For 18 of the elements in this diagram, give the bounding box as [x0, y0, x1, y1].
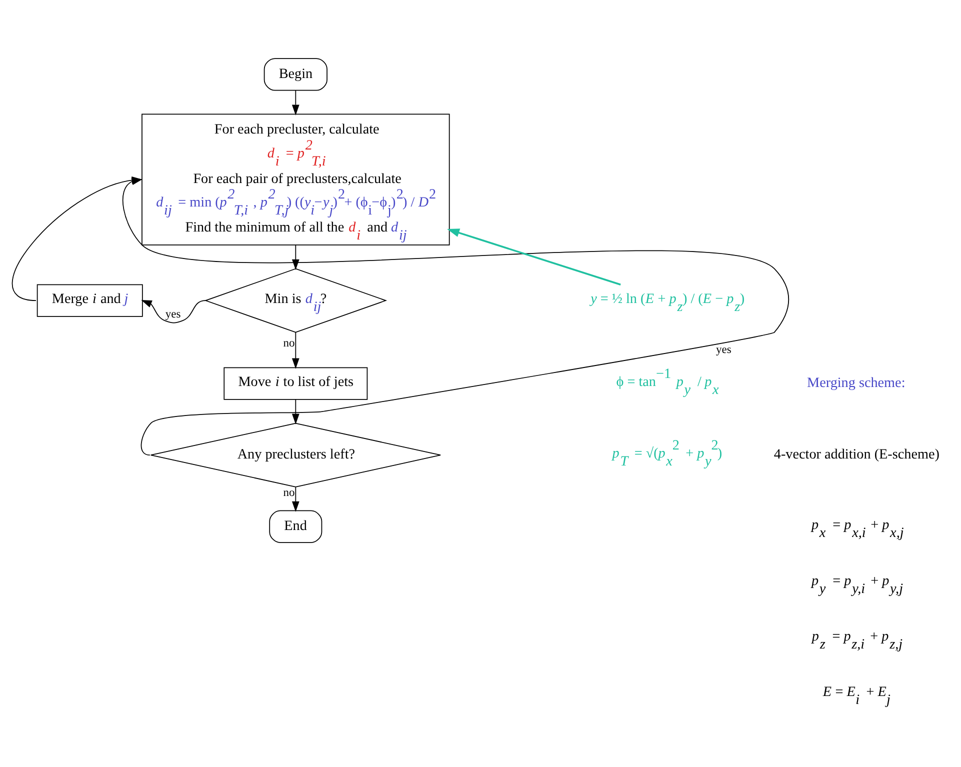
node-box: Move i to list of jets: [224, 366, 368, 400]
edge-label: no: [283, 337, 295, 350]
edge-label: no: [283, 486, 295, 498]
arrow: [122, 177, 789, 456]
arrow: [292, 486, 300, 512]
arrow: [292, 398, 300, 424]
node-box: End: [269, 510, 322, 542]
node-diamond: Any preclusters left?: [150, 422, 441, 487]
edge-label: yes: [716, 344, 732, 356]
edge-label: yes: [165, 308, 181, 320]
arrow: [141, 300, 206, 323]
node-box: Merge i and j: [36, 284, 143, 316]
node-box: Begin: [264, 58, 328, 90]
arrow: [292, 89, 300, 115]
label: Merging scheme:: [807, 374, 906, 390]
arrow: [447, 228, 621, 285]
label: 4-vector addition (E-scheme): [774, 446, 940, 462]
arrow: [292, 331, 300, 368]
